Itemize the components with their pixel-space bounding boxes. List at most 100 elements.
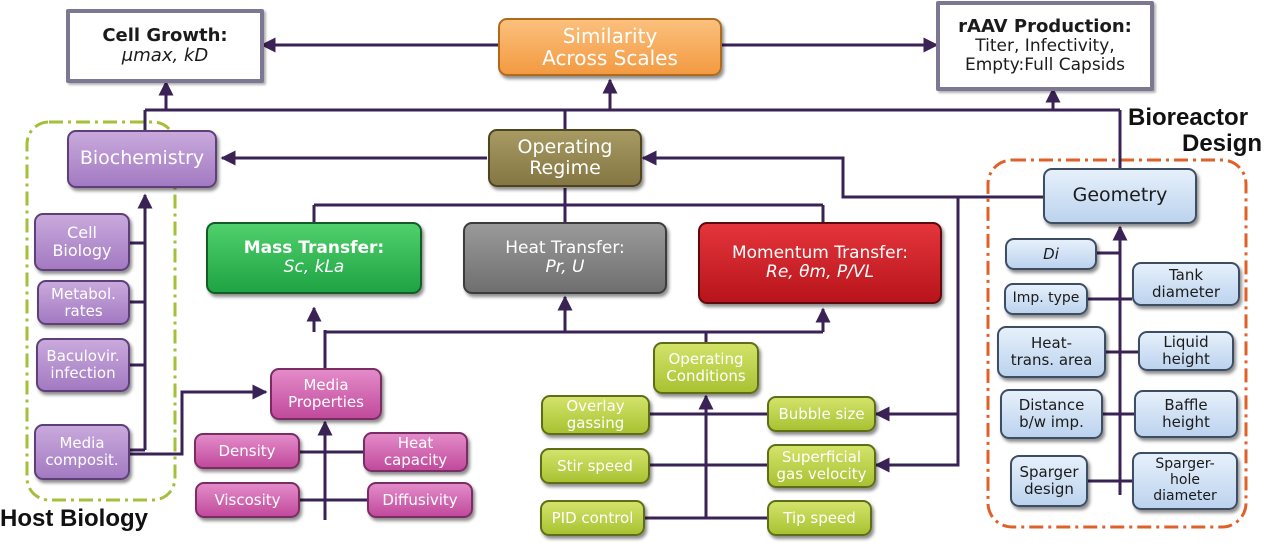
baffle-height-box: Baffle height xyxy=(1134,390,1238,438)
geometry-label: Geometry xyxy=(1072,184,1168,207)
bubble-size-box: Bubble size xyxy=(767,396,876,432)
bioreactor-design-label-line1: Bioreactor xyxy=(1128,104,1249,131)
density-box: Density xyxy=(194,433,300,469)
tank-line1: Tank xyxy=(1168,266,1204,285)
di-label: Di xyxy=(1043,244,1059,263)
mass-transfer-title: Mass Transfer: xyxy=(243,237,385,258)
connectors xyxy=(130,37,1138,520)
operating-regime-line1: Operating xyxy=(517,135,613,158)
media-composit-line1: Media xyxy=(59,434,105,453)
imp-type-label: Imp. type xyxy=(1012,290,1080,307)
raav-production-box: rAAV Production: Titer, Infectivity, Emp… xyxy=(936,1,1154,91)
overlay-gassing-line1: Overlay xyxy=(566,397,625,416)
overlay-gassing-line2: gassing xyxy=(566,414,625,432)
baculovir-line2: infection xyxy=(50,364,116,382)
viscosity-label: Viscosity xyxy=(214,490,281,509)
sparger-line1: Sparger xyxy=(1019,463,1079,482)
overlay-gassing-box: Overlay gassing xyxy=(541,395,650,435)
sparger-hole-line2: hole xyxy=(1170,472,1200,489)
baculovir-infection-box: Baculovir. infection xyxy=(36,338,130,392)
media-properties-line1: Media xyxy=(303,376,349,395)
superficial-line1: Superficial xyxy=(781,448,862,467)
host-biology-label: Host Biology xyxy=(0,505,148,532)
operating-regime-box: Operating Regime xyxy=(488,129,642,187)
host-biology-region-border xyxy=(25,120,177,502)
mass-transfer-params: Sc, kLa xyxy=(283,257,345,277)
momentum-transfer-params: Re, θm, P/VL xyxy=(766,262,874,282)
biochemistry-label: Biochemistry xyxy=(79,147,205,170)
momentum-transfer-title: Momentum Transfer: xyxy=(731,242,909,263)
imp-type-box: Imp. type xyxy=(1004,283,1088,315)
cell-growth-box: Cell Growth: μmax, kD xyxy=(66,9,264,83)
liquid-line2: height xyxy=(1162,350,1210,368)
media-properties-box: Media Properties xyxy=(270,368,382,420)
density-label: Density xyxy=(218,441,276,460)
heat-capacity-box: Heat capacity xyxy=(363,432,468,472)
similarity-box: Similarity Across Scales xyxy=(498,18,722,76)
operating-regime-line2: Regime xyxy=(529,157,601,179)
diffusivity-box: Diffusivity xyxy=(367,482,473,518)
bioreactor-design-label-line2: Design xyxy=(1182,130,1263,157)
cell-biology-box: Cell Biology xyxy=(34,213,130,271)
distance-box: Distance b/w imp. xyxy=(1000,389,1103,439)
media-composit-box: Media composit. xyxy=(34,424,130,480)
metabol-rates-line2: rates xyxy=(64,301,103,320)
tank-line2: diameter xyxy=(1152,283,1220,301)
operating-conditions-box: Operating Conditions xyxy=(653,342,759,394)
bioreactor-region-border xyxy=(986,158,1248,529)
baffle-line2: height xyxy=(1162,413,1210,431)
sparger-hole-diameter-box: Sparger- hole diameter xyxy=(1132,452,1238,510)
stir-speed-box: Stir speed xyxy=(540,448,650,484)
sparger-hole-line3: diameter xyxy=(1153,487,1217,504)
pid-control-box: PID control xyxy=(540,500,645,536)
distance-line2: b/w imp. xyxy=(1019,413,1084,431)
tank-diameter-box: Tank diameter xyxy=(1132,262,1240,306)
cell-growth-title: Cell Growth: xyxy=(102,24,228,46)
viscosity-box: Viscosity xyxy=(195,482,300,518)
distance-line1: Distance xyxy=(1018,396,1085,415)
heat-transfer-title: Heat Transfer: xyxy=(505,237,625,258)
cell-growth-params: μmax, kD xyxy=(121,45,209,66)
tip-speed-label: Tip speed xyxy=(783,508,856,527)
similarity-line1: Similarity xyxy=(562,23,658,48)
raav-line3: Empty:Full Capsids xyxy=(964,55,1126,76)
operating-conditions-line2: Conditions xyxy=(666,367,746,385)
superficial-gas-velocity-box: Superficial gas velocity xyxy=(767,444,876,488)
baculovir-line1: Baculovir. xyxy=(46,347,120,366)
heat-area-line1: Heat- xyxy=(1031,334,1072,353)
sparger-design-box: Sparger design xyxy=(1010,455,1088,507)
di-box: Di xyxy=(1005,238,1097,270)
heat-capacity-line2: capacity xyxy=(383,451,448,469)
biochemistry-box: Biochemistry xyxy=(67,130,217,188)
heat-capacity-line1: Heat xyxy=(397,434,434,453)
sparger-line2: design xyxy=(1024,480,1074,498)
cell-biology-line1: Cell xyxy=(67,223,97,243)
metabol-rates-line1: Metabol. xyxy=(51,284,116,303)
momentum-transfer-box: Momentum Transfer: Re, θm, P/VL xyxy=(698,222,942,304)
heat-trans-area-box: Heat- trans. area xyxy=(997,326,1106,378)
raav-line2: Titer, Infectivity, xyxy=(975,36,1115,57)
bubble-size-label: Bubble size xyxy=(778,404,865,423)
stir-speed-label: Stir speed xyxy=(557,456,633,475)
heat-transfer-box: Heat Transfer: Pr, U xyxy=(463,222,667,294)
heat-area-line2: trans. area xyxy=(1010,351,1093,369)
operating-conditions-line1: Operating xyxy=(668,350,744,369)
heat-transfer-params: Pr, U xyxy=(545,257,585,277)
superficial-line2: gas velocity xyxy=(776,465,867,483)
pid-control-label: PID control xyxy=(551,508,634,527)
cell-biology-line2: Biology xyxy=(52,241,112,260)
similarity-line2: Across Scales xyxy=(542,46,678,70)
diffusivity-label: Diffusivity xyxy=(382,490,458,509)
metabol-rates-box: Metabol. rates xyxy=(37,280,130,325)
raav-title: rAAV Production: xyxy=(958,15,1132,37)
geometry-box: Geometry xyxy=(1043,168,1197,224)
baffle-line1: Baffle xyxy=(1164,396,1208,415)
media-properties-line2: Properties xyxy=(288,393,364,411)
liquid-height-box: Liquid height xyxy=(1138,331,1234,371)
liquid-line1: Liquid xyxy=(1163,333,1209,352)
mass-transfer-box: Mass Transfer: Sc, kLa xyxy=(206,222,422,294)
media-composit-line2: composit. xyxy=(45,451,119,469)
tip-speed-box: Tip speed xyxy=(767,500,872,536)
